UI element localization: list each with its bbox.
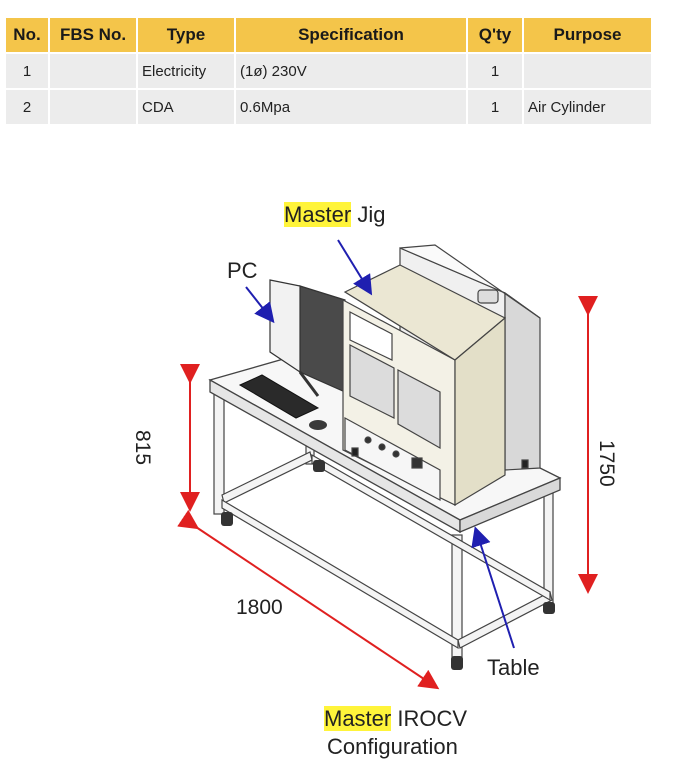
- cell-no: 2: [6, 88, 48, 124]
- master-jig-text: Jig: [357, 202, 386, 227]
- cell-no: 1: [6, 52, 48, 88]
- cell-qty: 1: [468, 52, 522, 88]
- cell-type: Electricity: [138, 52, 234, 88]
- cell-qty: 1: [468, 88, 522, 124]
- col-qty-header: Q'ty: [468, 18, 522, 52]
- caption-line1: Master IROCV: [324, 706, 467, 732]
- col-no-header: No.: [6, 18, 48, 52]
- cell-purpose: [524, 52, 651, 88]
- caption-line2: Configuration: [327, 734, 458, 759]
- col-purpose-header: Purpose: [524, 18, 651, 52]
- cell-type: CDA: [138, 88, 234, 124]
- pc-arrow: [245, 286, 275, 324]
- dim-1800-line: [177, 509, 440, 690]
- master-jig-highlight: Master: [284, 202, 352, 227]
- table-header-row: No. FBS No. Type Specification Q'ty Purp…: [6, 18, 651, 52]
- dim-1800-label: 1800: [236, 596, 283, 619]
- spec-table: No. FBS No. Type Specification Q'ty Purp…: [4, 18, 653, 124]
- master-jig-machine: [342, 244, 541, 507]
- col-fbs-header: FBS No.: [50, 18, 136, 52]
- col-spec-header: Specification: [236, 18, 466, 52]
- pc-monitor: [269, 279, 346, 397]
- cell-purpose: Air Cylinder: [524, 88, 651, 124]
- pc-label: PC: [227, 258, 258, 283]
- cell-fbs: [50, 88, 136, 124]
- caption-highlight: Master: [324, 706, 392, 731]
- keyboard: [238, 374, 320, 419]
- table-arrow: [471, 526, 515, 649]
- table-row: 1 Electricity (1ø) 230V 1: [6, 52, 651, 88]
- annotation-arrows: [245, 239, 515, 649]
- col-type-header: Type: [138, 18, 234, 52]
- caption-text: IROCV: [397, 706, 468, 731]
- table-row: 2 CDA 0.6Mpa 1 Air Cylinder: [6, 88, 651, 124]
- master-jig-arrow: [337, 239, 373, 296]
- table-label: Table: [487, 655, 540, 680]
- cell-spec: (1ø) 230V: [236, 52, 466, 88]
- cell-spec: 0.6Mpa: [236, 88, 466, 124]
- master-jig-label: Master Jig: [284, 202, 386, 228]
- cell-fbs: [50, 52, 136, 88]
- dim-815-label: 815: [131, 430, 154, 466]
- dim-1750-label: 1750: [595, 440, 618, 487]
- mouse: [309, 420, 327, 430]
- dimension-lines: [177, 296, 598, 690]
